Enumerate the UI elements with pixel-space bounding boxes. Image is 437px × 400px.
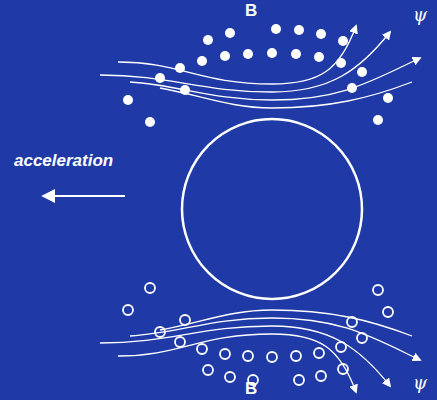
flux-label: ψ <box>413 6 427 24</box>
field-label: B <box>245 380 257 397</box>
acceleration-label: acceleration <box>14 152 113 169</box>
field-lines-top <box>100 26 420 108</box>
body-circle <box>182 119 362 299</box>
acceleration-arrow <box>44 195 125 197</box>
field-lines-bottom <box>100 310 420 392</box>
filled-dots <box>123 24 393 127</box>
flux-label: ψ <box>413 374 427 392</box>
field-label: B <box>245 2 257 19</box>
